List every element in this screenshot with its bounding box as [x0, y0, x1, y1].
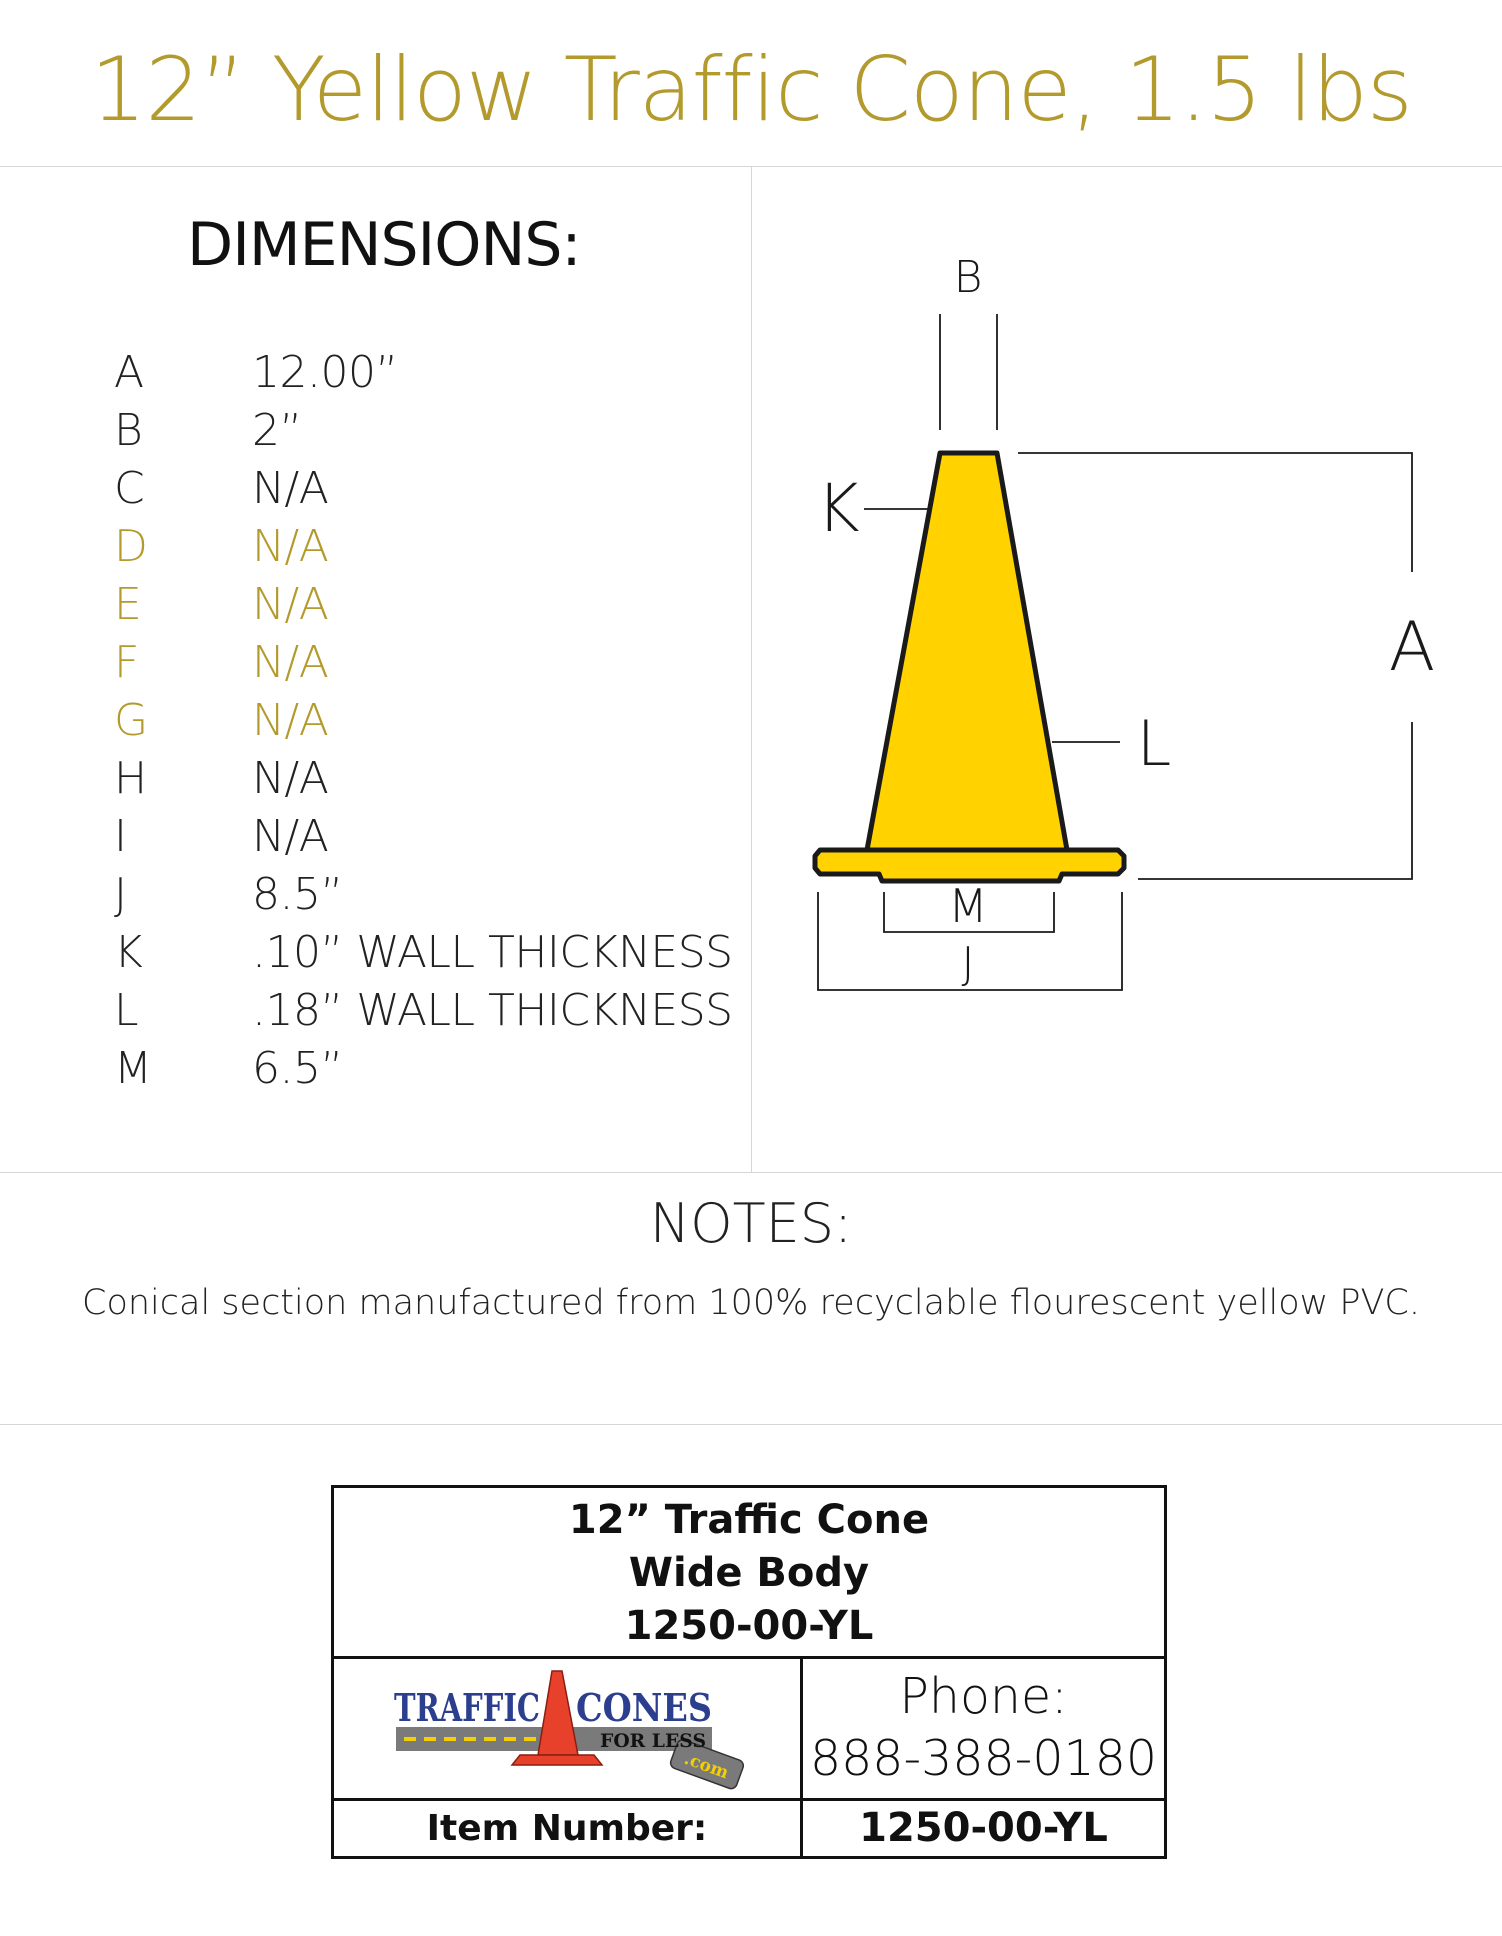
dim-a-line-top: [1018, 452, 1413, 572]
dimension-value: N/A: [252, 811, 329, 862]
dimension-value: 12.00”: [252, 347, 398, 398]
notes-text: Conical section manufactured from 100% r…: [82, 1283, 1420, 1323]
dimension-key: C: [114, 463, 145, 514]
cone-dimension-drawing: B A K L M J: [812, 260, 1436, 991]
cone-shape: [812, 450, 1127, 884]
dimension-value: 8.5”: [252, 869, 343, 920]
divider-vertical: [751, 166, 752, 1172]
phone-label: Phone:: [899, 1668, 1068, 1725]
dimension-value: 6.5”: [252, 1043, 343, 1094]
dimension-value: N/A: [252, 695, 329, 746]
dim-j-bracket: [817, 892, 1123, 991]
dimension-value: .10” WALL THICKNESS: [252, 927, 733, 978]
dimension-key: K: [114, 927, 143, 978]
dim-label-b: B: [954, 260, 983, 303]
dim-label-m: M: [948, 879, 988, 933]
dimensions-heading: DIMENSIONS:: [187, 210, 582, 280]
logo-cell: .com TRAFFIC CONES FOR LESS: [334, 1659, 803, 1801]
page-title: 12” Yellow Traffic Cone, 1.5 lbs: [90, 38, 1412, 141]
item-number-label: Item Number:: [334, 1801, 803, 1856]
dimension-key: M: [114, 1043, 152, 1094]
dimension-value: N/A: [252, 463, 329, 514]
dimension-key: H: [114, 753, 148, 804]
logo-word-right: CONES: [576, 1685, 712, 1730]
dimension-key: A: [114, 347, 145, 398]
dimension-key: I: [114, 811, 127, 862]
dim-m-bracket: [883, 892, 1055, 933]
cone-base: [812, 847, 1127, 884]
logo-word-left: TRAFFIC: [394, 1685, 540, 1730]
logo-tagline: FOR LESS: [600, 1730, 706, 1752]
dimension-value: .18” WALL THICKNESS: [252, 985, 733, 1036]
product-title-block: 12” Traffic Cone Wide Body 1250-00-YL: [334, 1488, 1164, 1659]
divider-bottom: [0, 1424, 1502, 1425]
dimension-key: D: [114, 521, 148, 572]
divider-middle: [0, 1172, 1502, 1173]
dimension-value: 2”: [252, 405, 302, 456]
item-number-value: 1250-00-YL: [859, 1805, 1108, 1851]
dimension-value: N/A: [252, 637, 329, 688]
dimension-value: N/A: [252, 753, 329, 804]
dimension-key: E: [114, 579, 142, 630]
phone-number: 888-388-0180: [809, 1730, 1158, 1787]
product-variant: Wide Body: [628, 1550, 870, 1596]
dimension-value: N/A: [252, 579, 329, 630]
logo-cone-base: [510, 1754, 604, 1766]
dimension-lines: [817, 314, 1413, 991]
notes-heading: NOTES:: [649, 1192, 853, 1255]
phone-cell: Phone: 888-388-0180: [803, 1659, 1164, 1801]
dim-label-a: A: [1389, 608, 1436, 687]
dimension-key: F: [114, 637, 140, 688]
dim-a-line-bottom: [1138, 722, 1413, 880]
dimension-key: L: [114, 985, 139, 1036]
dim-label-l: L: [1137, 707, 1172, 780]
product-info-box: 12” Traffic Cone Wide Body 1250-00-YL .c…: [331, 1485, 1167, 1859]
product-sku: 1250-00-YL: [624, 1603, 874, 1649]
logo-cone-icon: [537, 1670, 579, 1756]
dimension-value: N/A: [252, 521, 329, 572]
dimension-key: J: [114, 869, 127, 920]
dimension-key: B: [114, 405, 143, 456]
traffic-cones-for-less-logo: .com TRAFFIC CONES FOR LESS: [394, 1670, 745, 1790]
dim-label-j: J: [962, 938, 975, 989]
dimension-key: G: [114, 695, 149, 746]
cone-body: [864, 450, 1070, 853]
product-name: 12” Traffic Cone: [568, 1497, 930, 1543]
dim-label-k: K: [816, 470, 859, 547]
